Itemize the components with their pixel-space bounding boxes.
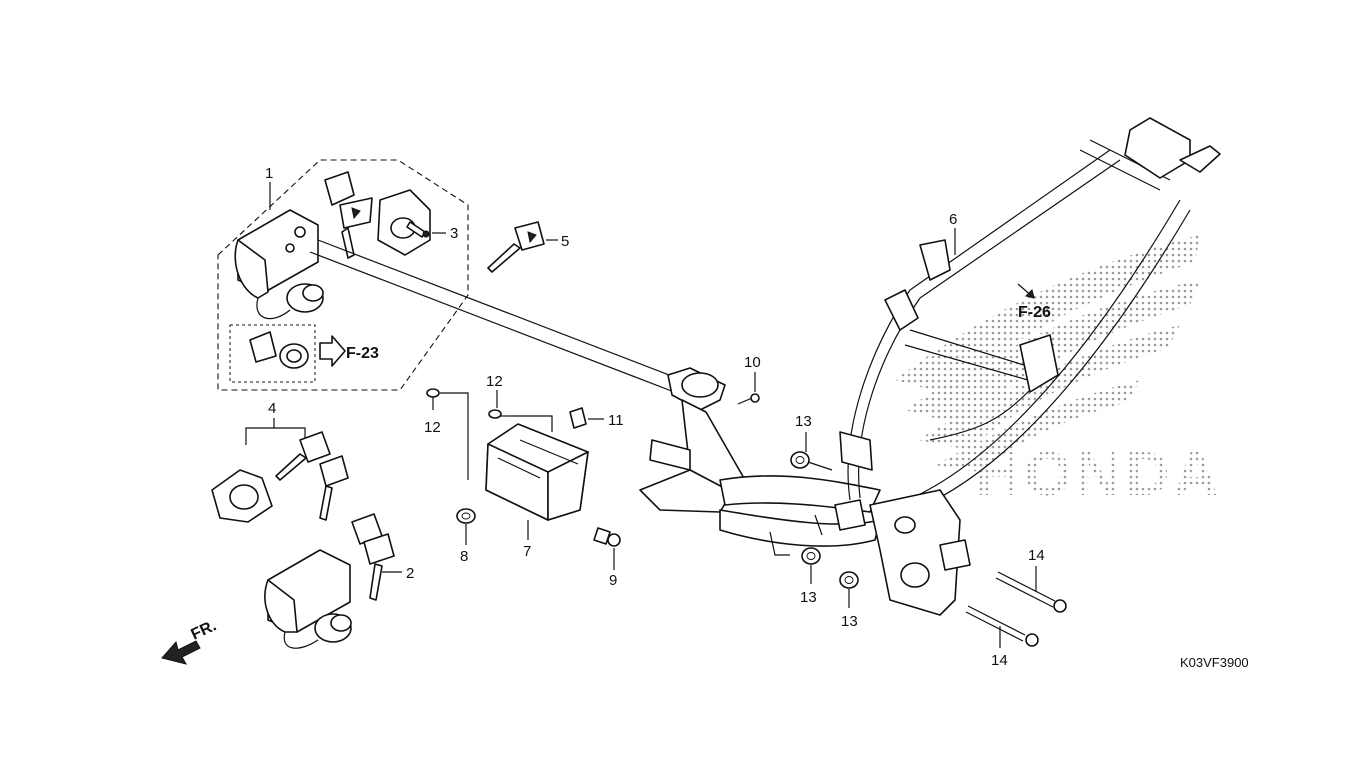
- callout-6: 6: [949, 211, 957, 228]
- bolt-14a: [995, 571, 1067, 613]
- callout-8: 8: [460, 548, 468, 565]
- honda-watermark-text: HONDA: [975, 440, 1222, 509]
- nut-13a: [790, 451, 810, 469]
- callout-7: 7: [523, 543, 531, 560]
- callout-13c: 13: [841, 613, 858, 630]
- callout-11: 11: [608, 412, 624, 429]
- bolt-10: [737, 393, 760, 405]
- screw-3: [406, 221, 430, 238]
- direction-label: FR.: [189, 617, 220, 643]
- ref-label-f26: F-26: [1018, 304, 1051, 321]
- clip-nut-11: [569, 407, 587, 429]
- washer-8: [456, 508, 476, 524]
- bolt-9: [593, 527, 621, 547]
- nut-13b: [801, 547, 821, 565]
- callout-4: 4: [268, 400, 276, 417]
- callout-1: 1: [265, 165, 273, 182]
- key-set-4: [211, 431, 349, 523]
- callout-13b: 13: [800, 589, 817, 606]
- callout-14a: 14: [1028, 547, 1045, 564]
- screw-12b: [488, 409, 512, 419]
- callout-9: 9: [609, 572, 617, 589]
- callout-10: 10: [744, 354, 761, 371]
- callout-5: 5: [561, 233, 569, 250]
- main-frame-6: [639, 117, 1221, 616]
- screw-12a: [426, 388, 440, 410]
- callout-14b: 14: [991, 652, 1008, 669]
- bracket-box-7: [485, 423, 589, 521]
- callout-12b: 12: [486, 373, 503, 390]
- callout-3: 3: [450, 225, 458, 242]
- key-5: [487, 221, 545, 273]
- callout-12a: 12: [424, 419, 441, 436]
- ignition-switch-2: [264, 513, 395, 649]
- seat-lock-subkit: [249, 331, 309, 369]
- key-set-1: [324, 171, 373, 259]
- bolt-14b: [965, 605, 1039, 647]
- lock-cover-1: [377, 189, 431, 256]
- ref-label-f23: F-23: [346, 345, 379, 362]
- nut-13c: [839, 571, 859, 589]
- ref-arrow-f23: [319, 335, 346, 367]
- callout-13a: 13: [795, 413, 812, 430]
- ignition-switch-1: [234, 209, 324, 320]
- kit-outline: [217, 159, 469, 391]
- subkit-outline: [229, 324, 316, 383]
- diagram-code: K03VF3900: [1180, 655, 1249, 670]
- front-direction-arrow: [161, 640, 201, 665]
- callout-2: 2: [406, 565, 414, 582]
